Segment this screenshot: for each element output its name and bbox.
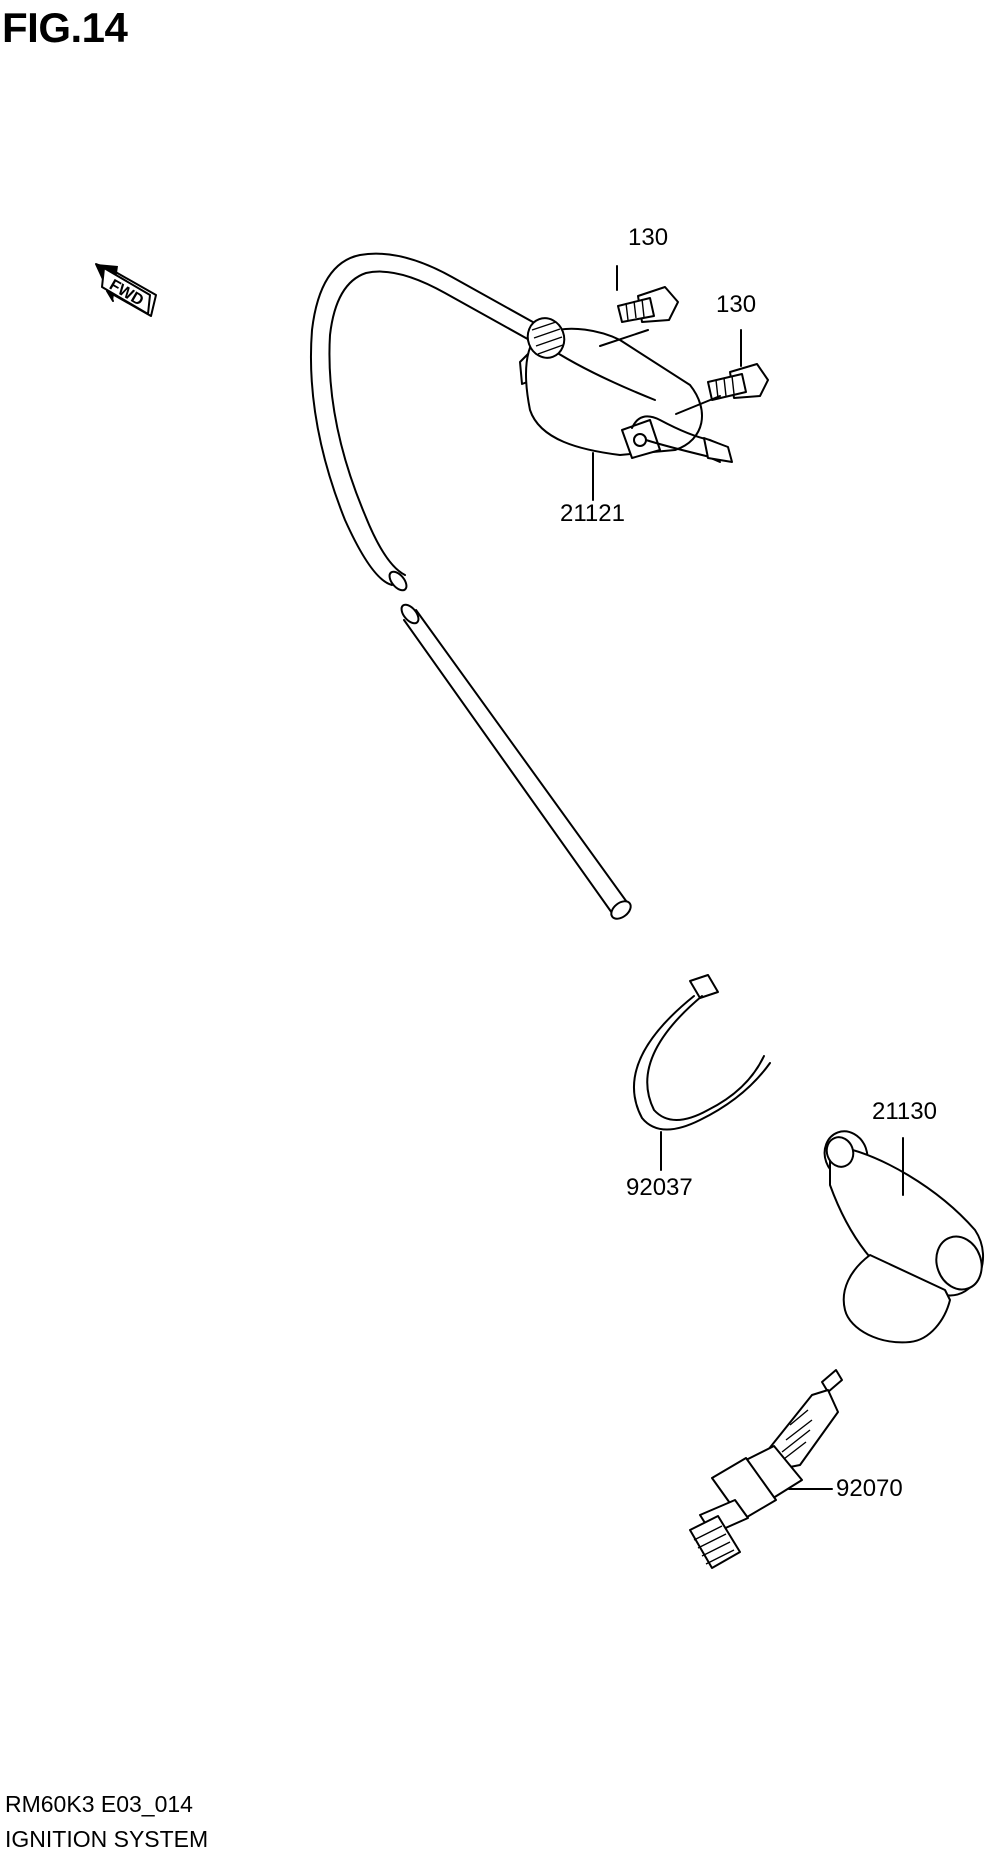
diagram-code: RM60K3 E03_014 [5, 1791, 193, 1817]
spark-plug-cap [823, 1130, 985, 1344]
spark-plug [689, 1369, 843, 1569]
wire-clamp [633, 974, 771, 1131]
bolt-lower [675, 329, 769, 415]
part-number-130-lower: 130 [716, 291, 757, 318]
part-number-92037: 92037 [626, 1174, 693, 1201]
part-number-92070: 92070 [836, 1475, 903, 1502]
fwd-arrow-icon: FWD [95, 263, 157, 317]
part-number-21130: 21130 [872, 1098, 937, 1125]
section-title: IGNITION SYSTEM [5, 1826, 209, 1852]
bolt-upper [599, 265, 679, 347]
part-number-21121: 21121 [560, 500, 625, 527]
figure-title: FIG.14 [2, 4, 128, 51]
part-number-130-upper: 130 [628, 224, 669, 251]
high-tension-lead [309, 252, 632, 920]
ignition-coil [519, 317, 733, 463]
